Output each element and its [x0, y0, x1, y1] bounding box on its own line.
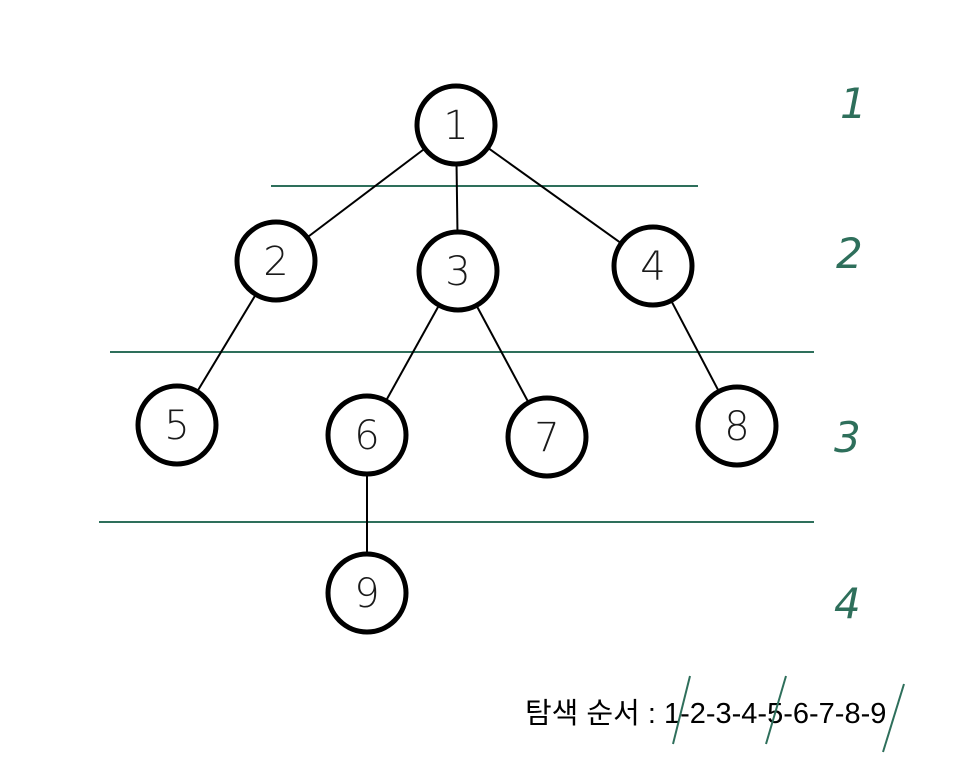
edge-2-5 [196, 293, 257, 393]
tree-node-4: 4 [611, 224, 695, 308]
node-label: 5 [164, 403, 189, 449]
node-circle [414, 83, 498, 167]
tree-node-8: 8 [695, 384, 779, 468]
node-circle [695, 384, 779, 468]
tree-node-6: 6 [325, 393, 409, 477]
node-label: 3 [445, 249, 470, 295]
level-break-mark-2 [765, 675, 787, 745]
node-label: 6 [354, 413, 379, 459]
node-label: 2 [263, 239, 288, 285]
tree-node-7: 7 [505, 395, 589, 479]
node-label: 9 [354, 571, 379, 617]
edge-3-7 [475, 304, 530, 404]
node-circle [325, 551, 409, 635]
node-circle [234, 219, 318, 303]
tree-node-3: 3 [416, 229, 500, 313]
tree-edges [196, 146, 720, 554]
level-break-mark-3 [882, 683, 905, 753]
node-circle [611, 224, 695, 308]
level-label-3: 3 [834, 413, 861, 462]
search-order-text: 탐색 순서 : 1-2-3-4-5-6-7-8-9 [525, 698, 886, 730]
tree-node-2: 2 [234, 219, 318, 303]
tree-node-5: 5 [135, 383, 219, 467]
node-circle [135, 383, 219, 467]
node-label: 1 [443, 103, 468, 149]
edge-1-2 [306, 147, 426, 239]
node-circle [416, 229, 500, 313]
node-circle [505, 395, 589, 479]
edge-4-8 [670, 300, 720, 392]
level-label-1: 1 [840, 79, 867, 128]
level-label-2: 2 [836, 229, 863, 278]
search-order: 탐색 순서 : 1-2-3-4-5-6-7-8-9 [525, 675, 905, 753]
node-circle [325, 393, 409, 477]
level-break-mark-1 [672, 675, 691, 745]
level-label-4: 4 [834, 579, 861, 628]
node-label: 8 [724, 404, 749, 450]
level-separators [99, 185, 814, 523]
tree-node-9: 9 [325, 551, 409, 635]
node-label: 4 [640, 244, 665, 290]
edge-3-6 [385, 304, 440, 402]
edge-1-4 [487, 146, 622, 245]
edge-1-3 [455, 163, 459, 233]
node-label: 7 [534, 415, 559, 461]
tree-node-1: 1 [414, 83, 498, 167]
tree-nodes: 1 2 3 4 5 6 7 8 9 [135, 83, 779, 635]
level-labels: 1 2 3 4 [834, 79, 867, 628]
